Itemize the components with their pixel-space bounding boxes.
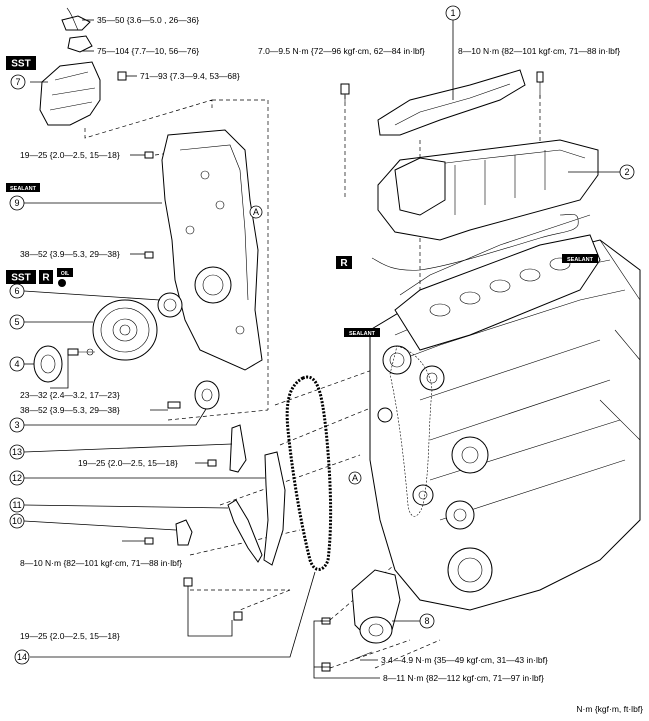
svg-text:1: 1 xyxy=(450,8,455,18)
callout-4: 4 xyxy=(9,356,25,372)
units-legend: N·m {kgf·m, ft·lbf} xyxy=(576,704,643,714)
torque-auto-tensioner-stud: 3.4—4.9 N·m {35—49 kgf·cm, 31—43 in·lbf} xyxy=(381,655,548,665)
callout-7: 7 xyxy=(10,74,26,90)
svg-text:SEALANT: SEALANT xyxy=(10,186,37,192)
callout-leaders xyxy=(18,20,620,658)
callout-3: 3 xyxy=(9,417,25,433)
chain-guide-11 xyxy=(227,499,263,563)
callout-2: 2 xyxy=(619,164,635,180)
svg-text:8: 8 xyxy=(424,616,429,626)
torque-lower-guide-bolt: 19—25 {2.0—2.5, 15—18} xyxy=(20,631,120,641)
r-badge-gasket: R xyxy=(336,256,352,269)
svg-text:OIL: OIL xyxy=(61,271,69,277)
callout-11: 11 xyxy=(9,497,25,513)
svg-text:R: R xyxy=(340,258,348,269)
torque-cover-bolt-upper: 19—25 {2.0—2.5, 15—18} xyxy=(20,150,120,160)
svg-text:4: 4 xyxy=(14,359,19,369)
svg-text:SEALANT: SEALANT xyxy=(567,257,594,263)
svg-text:14: 14 xyxy=(17,652,27,662)
pulley-plate xyxy=(33,345,95,383)
callout-10: 10 xyxy=(9,513,25,529)
chain-tensioner-10 xyxy=(175,519,193,546)
torque-insulator-bolt: 7.0—9.5 N·m {72—96 kgf·cm, 62—84 in·lbf} xyxy=(258,46,425,56)
svg-text:7: 7 xyxy=(15,77,20,87)
svg-text:A: A xyxy=(253,207,259,217)
reference-mark-a-lower: A xyxy=(348,471,362,485)
head-cover-bolts xyxy=(340,71,544,102)
idler-pulley xyxy=(167,380,220,410)
torque-pulley-bolt: 23—32 {2.4—3.2, 17—23} xyxy=(20,390,120,400)
svg-text:11: 11 xyxy=(12,500,21,510)
crankshaft-pulley xyxy=(92,299,158,361)
timing-chain-cover xyxy=(161,129,263,371)
torque-mount-nut-lower: 75—104 {7.7—10, 56—76} xyxy=(97,46,199,56)
callout-12: 12 xyxy=(9,470,25,486)
svg-text:2: 2 xyxy=(624,167,629,177)
engine-mount xyxy=(39,7,127,126)
tensioner-arm-12 xyxy=(263,451,286,566)
svg-text:R: R xyxy=(42,273,50,284)
svg-text:10: 10 xyxy=(12,516,22,526)
svg-text:9: 9 xyxy=(14,198,19,208)
callout-6: 6 xyxy=(9,283,25,299)
torque-auto-tensioner-bolt: 8—11 N·m {82—112 kgf·cm, 71—97 in·lbf} xyxy=(383,673,544,683)
cylinder-head-cover xyxy=(371,139,599,271)
svg-text:SST: SST xyxy=(11,59,30,70)
svg-text:A: A xyxy=(352,473,358,483)
torque-head-cover-bolt: 8—10 N·m {82—101 kgf·cm, 71—88 in·lbf} xyxy=(458,46,620,56)
sealant-badge-block: SEALANT xyxy=(344,328,380,337)
sst-badge-seal: SST xyxy=(6,270,36,284)
torque-leaders xyxy=(50,19,380,679)
r-badge-seal: R xyxy=(39,270,53,284)
insulator-cover xyxy=(377,69,526,136)
torque-tensioner-bolt: 8—10 N·m {82—101 kgf·cm, 71—88 in·lbf} xyxy=(20,558,182,568)
callout-5: 5 xyxy=(9,314,25,330)
callout-9: 9 xyxy=(9,195,25,211)
torque-idler-bolt: 38—52 {3.9—5.3, 29—38} xyxy=(20,405,120,415)
callout-1: 1 xyxy=(445,5,461,21)
svg-text:SST: SST xyxy=(11,273,30,284)
svg-text:SEALANT: SEALANT xyxy=(349,331,376,337)
cylinder-head xyxy=(394,234,601,351)
reference-mark-a-upper: A xyxy=(249,205,263,219)
chain-guide-13 xyxy=(229,424,247,473)
svg-text:6: 6 xyxy=(14,286,19,296)
lower-bolts xyxy=(144,151,243,621)
sst-badge-mount: SST xyxy=(6,56,36,70)
sealant-badge-cover: SEALANT xyxy=(6,183,40,192)
svg-text:3: 3 xyxy=(14,420,19,430)
oil-can-icon: OIL xyxy=(57,268,73,287)
svg-text:13: 13 xyxy=(12,447,22,457)
front-oil-seal xyxy=(157,292,183,318)
torque-guide-bolt: 19—25 {2.0—2.5, 15—18} xyxy=(78,458,178,468)
svg-text:12: 12 xyxy=(12,473,22,483)
callout-13: 13 xyxy=(9,444,25,460)
sealant-badge-head: SEALANT xyxy=(562,254,598,263)
svg-text:5: 5 xyxy=(14,317,19,327)
torque-cover-bolt-mid: 38—52 {3.9—5.3, 29—38} xyxy=(20,249,120,259)
torque-mount-bolt: 71—93 {7.3—9.4, 53—68} xyxy=(140,71,240,81)
callout-14: 14 xyxy=(14,649,30,665)
callout-8: 8 xyxy=(419,613,435,629)
timing-chain xyxy=(285,375,333,571)
torque-mount-nut-upper: 35—50 {3.6—5.0 , 26—36} xyxy=(97,15,199,25)
